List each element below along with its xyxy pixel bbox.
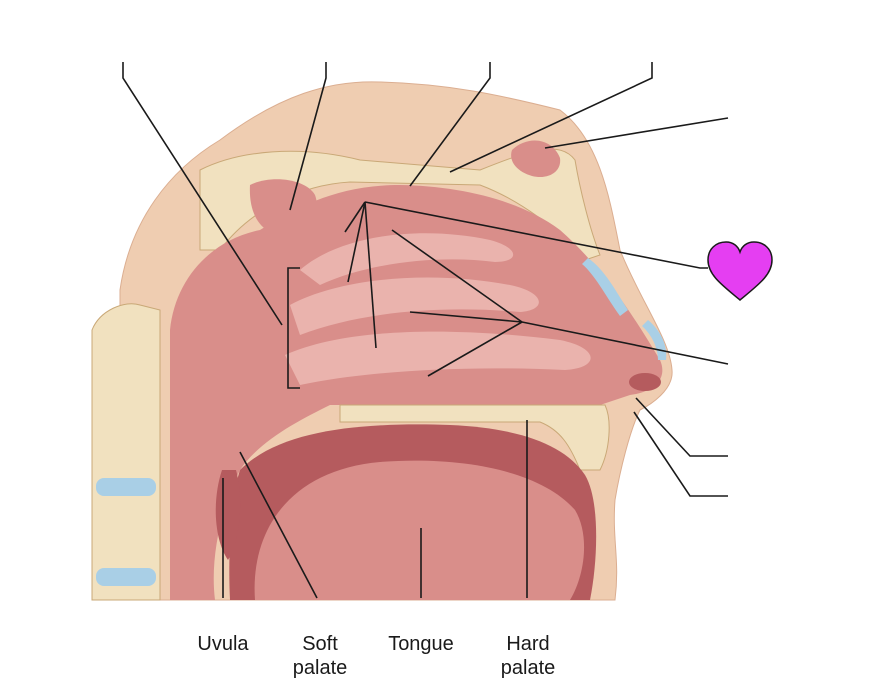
nasal-cavity [170,185,663,600]
frontal-sinus [511,140,561,178]
leader-line [364,201,708,269]
leader-lines [122,62,729,599]
leader-line [521,321,729,365]
leader-line [347,201,366,283]
leader-line [635,397,728,457]
leader-line [289,62,327,211]
leader-line [122,62,283,326]
label-tongue: Tongue [388,633,454,655]
leader-line [409,311,523,323]
vertebral-disc [96,478,156,496]
uvula-shape [215,470,241,560]
concha-bracket [287,267,300,389]
leader-line [633,411,728,497]
leader-line [239,451,318,599]
leader-line [449,62,653,173]
leader-line [364,201,377,349]
middle-concha [290,277,539,335]
leader-line [544,117,729,149]
leader-line [391,229,523,323]
heart-icon [707,241,773,301]
nasal-cartilage [582,258,628,316]
cervical-spine [91,303,161,601]
tongue [254,460,585,600]
label-soft-palate: Soft palate [292,633,348,679]
leader-line [344,201,366,233]
nostril [629,373,661,391]
leader-line [427,321,523,377]
label-uvula: Uvula [197,633,249,655]
label-hard-palate: Hard palate [500,633,556,679]
leader-line [409,62,491,187]
vertebral-disc [96,568,156,586]
superior-concha [300,233,514,285]
inferior-concha [285,331,591,385]
